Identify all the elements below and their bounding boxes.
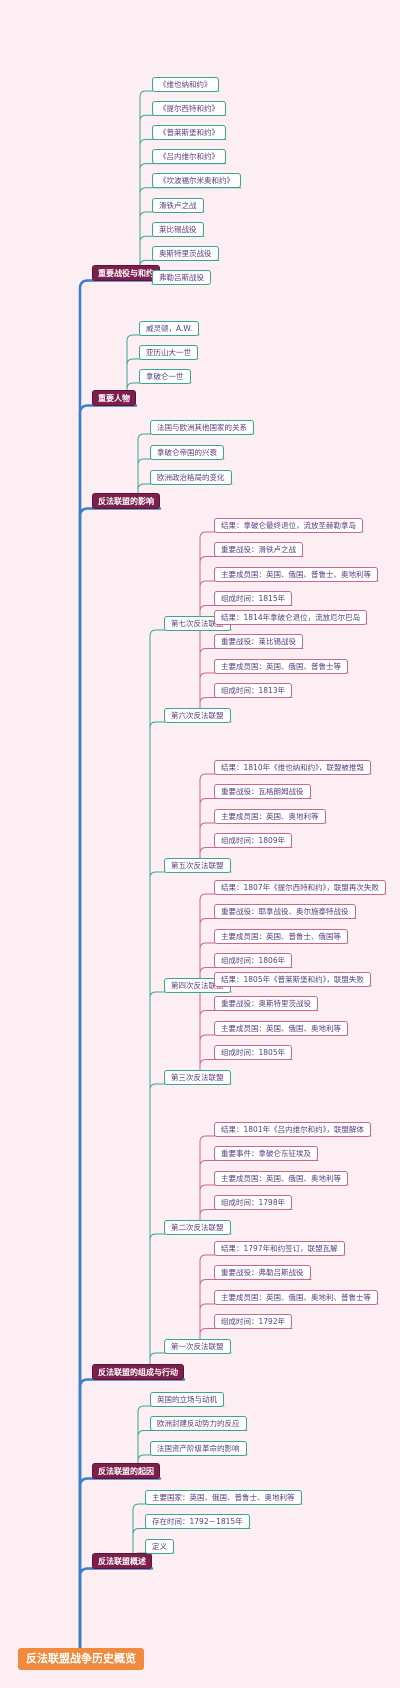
coalition-detail[interactable]: 结果：1797年和约签订，联盟瓦解 xyxy=(214,1240,345,1256)
coalition-detail[interactable]: 组成时间：1809年 xyxy=(214,833,293,848)
impact-item[interactable]: 拿破仑帝国的兴衰 xyxy=(150,444,224,460)
section-people[interactable]: 重要人物 xyxy=(92,390,136,406)
coalition-detail[interactable]: 主要成员国：英国、俄国、奥地利等 xyxy=(214,1020,348,1036)
root-topic: 反法联盟战争历史概览 xyxy=(18,1648,144,1670)
impact-item[interactable]: 法国与欧洲其他国家的关系 xyxy=(150,419,254,435)
section-battles[interactable]: 重要战役与和约 xyxy=(92,265,160,281)
coalition-detail[interactable]: 主要成员国：英国、俄国、奥地利、普鲁士等 xyxy=(214,1289,378,1305)
coalition-detail[interactable]: 组成时间：1798年 xyxy=(214,1195,293,1210)
coalition-detail[interactable]: 重要战役：瓦格朗姆战役 xyxy=(214,784,311,799)
battles-item[interactable]: 滑铁卢之战 xyxy=(152,197,204,213)
coalition-detail[interactable]: 重要事件：拿破仑东征埃及 xyxy=(214,1146,318,1161)
coalition-group[interactable]: 第二次反法联盟 xyxy=(164,1219,231,1235)
people-item[interactable]: 拿破仑一世 xyxy=(139,368,191,384)
coalition-detail[interactable]: 重要战役：弗勒吕斯战役 xyxy=(214,1265,311,1280)
coalition-group[interactable]: 第一次反法联盟 xyxy=(164,1338,231,1354)
coalition-detail[interactable]: 主要成员国：英国、奥地利等 xyxy=(214,808,326,824)
coalition-detail[interactable]: 结果：1810年《维也纳和约》，联盟被推毁 xyxy=(214,759,371,775)
battles-item[interactable]: 《普莱斯堡和约》 xyxy=(152,124,226,140)
impact-item[interactable]: 欧洲政治格局的变化 xyxy=(150,469,232,485)
coalition-detail[interactable]: 组成时间：1813年 xyxy=(214,683,293,698)
coalition-group[interactable]: 第五次反法联盟 xyxy=(164,857,231,873)
coalition-detail[interactable]: 主要成员国：英国、俄国、普鲁士、奥地利等 xyxy=(214,566,378,582)
section-overview[interactable]: 反法联盟概述 xyxy=(92,1553,152,1569)
people-item[interactable]: 威灵顿，A.W. xyxy=(139,320,200,336)
battles-item[interactable]: 《坎波福尔米奥和约》 xyxy=(152,173,241,189)
coalition-group[interactable]: 第三次反法联盟 xyxy=(164,1069,231,1085)
coalition-detail[interactable]: 重要战役：莱比锡战役 xyxy=(214,634,303,649)
section-impact[interactable]: 反法联盟的影响 xyxy=(92,493,160,509)
battles-item[interactable]: 《维也纳和约》 xyxy=(152,76,219,92)
trunk-line xyxy=(78,404,138,1650)
branch-line xyxy=(149,1233,232,1380)
coalition-detail[interactable]: 结果：1805年《普莱斯堡和约》，联盟失败 xyxy=(214,971,371,987)
people-item[interactable]: 亚历山大一世 xyxy=(139,344,198,360)
coalition-detail[interactable]: 组成时间：1815年 xyxy=(214,591,293,606)
coalition-detail[interactable]: 主要成员国：英国、俄国、普鲁士等 xyxy=(214,658,348,674)
origins-item[interactable]: 英国的立场与动机 xyxy=(150,1391,224,1407)
coalition-detail[interactable]: 重要战役：滑铁卢之战 xyxy=(214,542,303,557)
coalition-detail[interactable]: 组成时间：1806年 xyxy=(214,953,293,968)
trunk-line xyxy=(78,279,162,1650)
coalition-detail[interactable]: 结果：1807年《提尔西特和约》，联盟再次失败 xyxy=(214,879,386,895)
section-coalitions[interactable]: 反法联盟的组成与行动 xyxy=(92,1364,184,1380)
section-origins[interactable]: 反法联盟的起因 xyxy=(92,1463,160,1479)
battles-item[interactable]: 《吕内维尔和约》 xyxy=(152,149,226,165)
branch-line xyxy=(126,382,192,406)
coalition-group[interactable]: 第六次反法联盟 xyxy=(164,707,231,723)
overview-item[interactable]: 存在时间：1792－1815年 xyxy=(145,1514,250,1529)
coalition-detail[interactable]: 结果：拿破仑最终退位，流放圣赫勒拿岛 xyxy=(214,517,363,533)
coalition-detail[interactable]: 重要战役：耶拿战役、奥尔施泰特战役 xyxy=(214,904,356,919)
coalition-detail[interactable]: 组成时间：1805年 xyxy=(214,1045,293,1060)
coalition-detail[interactable]: 组成时间：1792年 xyxy=(214,1314,293,1329)
origins-item[interactable]: 法国资产阶级革命的影响 xyxy=(150,1440,247,1456)
battles-item[interactable]: 莱比锡战役 xyxy=(152,221,204,237)
battles-item[interactable]: 奥斯特里茨战役 xyxy=(152,245,219,261)
coalition-detail[interactable]: 主要成员国：英国、普鲁士、俄国等 xyxy=(214,928,348,944)
coalition-detail[interactable]: 重要战役：奥斯特里茨战役 xyxy=(214,996,318,1011)
battles-item[interactable]: 弗勒吕斯战役 xyxy=(152,270,211,286)
trunk-line xyxy=(78,1567,154,1650)
coalition-detail[interactable]: 主要成员国：英国、俄国、奥地利等 xyxy=(214,1170,348,1186)
coalition-detail[interactable]: 结果：1814年拿破仑退位，流放厄尔巴岛 xyxy=(214,609,368,625)
origins-item[interactable]: 欧洲封建反动势力的反应 xyxy=(150,1416,247,1431)
overview-item[interactable]: 定义 xyxy=(145,1538,174,1554)
battles-item[interactable]: 《提尔西特和约》 xyxy=(152,100,226,116)
overview-item[interactable]: 主要国家：英国、俄国、普鲁士、奥地利等 xyxy=(145,1489,302,1505)
coalition-detail[interactable]: 结果：1801年《吕内维尔和约》，联盟解体 xyxy=(214,1121,371,1137)
